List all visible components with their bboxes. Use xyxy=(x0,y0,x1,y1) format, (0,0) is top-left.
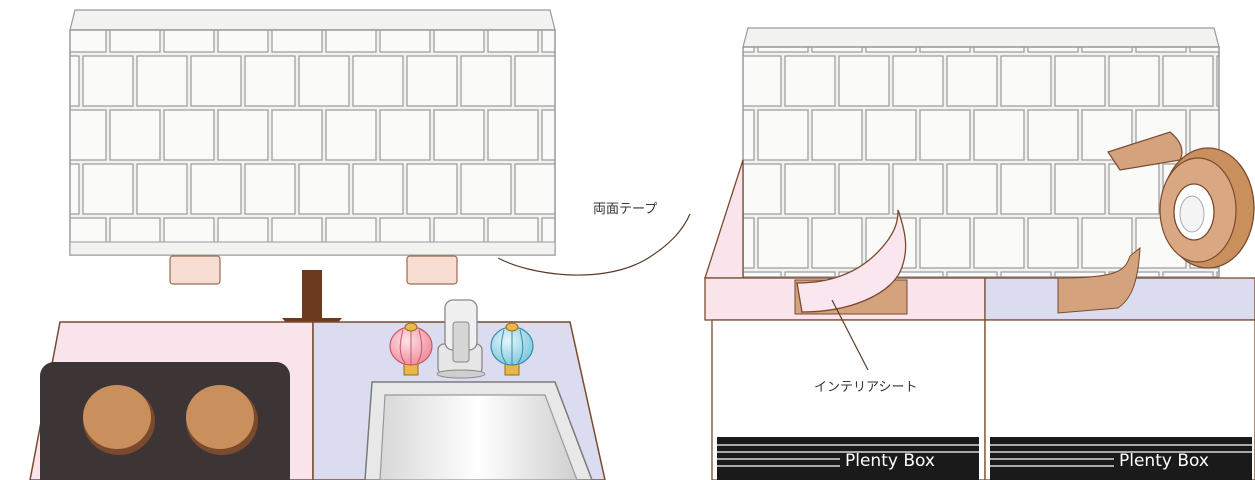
interior-sheet-peel xyxy=(796,209,907,313)
tape-roll xyxy=(1107,131,1255,269)
plenty-box-label-right: Plenty Box xyxy=(990,437,1252,480)
left-tile-panel xyxy=(69,9,556,256)
plenty-box-brand-right: Plenty Box xyxy=(1119,451,1209,471)
plenty-box-brand-left: Plenty Box xyxy=(845,451,935,471)
double-sided-tape-label: 両面テープ xyxy=(593,202,657,217)
tape-callout-line xyxy=(497,213,691,276)
faucet xyxy=(436,299,486,379)
pink-faucet-knob xyxy=(389,322,433,376)
right-countertop xyxy=(704,277,1255,321)
burner-right xyxy=(186,385,258,455)
tape-pad-left xyxy=(169,255,221,285)
interior-sheet-label: インテリアシート xyxy=(814,380,917,395)
sheet-callout-line xyxy=(831,299,869,371)
sink xyxy=(364,381,593,480)
plenty-box-label-left: Plenty Box xyxy=(717,437,979,480)
left-counter xyxy=(29,299,606,480)
side-pink-wall xyxy=(704,159,744,279)
burner-left xyxy=(83,385,155,455)
blue-faucet-knob xyxy=(490,322,534,376)
tape-strip-right xyxy=(1057,246,1141,314)
tape-pad-right xyxy=(406,255,458,285)
